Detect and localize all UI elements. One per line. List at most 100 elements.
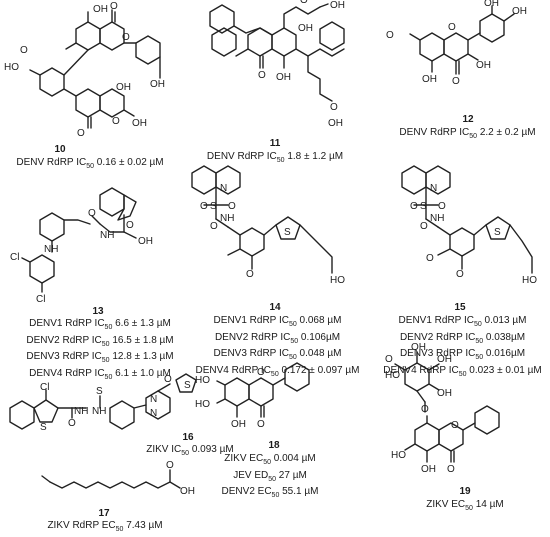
activity-value: 6.1 ± 1.0 µM — [112, 367, 171, 379]
activity-line: DENV2 EC50 55.1 µM — [205, 486, 335, 503]
activity-assay-label: ZIKV RdRP EC — [47, 520, 116, 531]
compound-number-17: 17 — [98, 508, 110, 519]
svg-text:O: O — [448, 22, 456, 33]
svg-text:OH: OH — [276, 72, 291, 83]
activity-caption-16: ZIKV IC50 0.093 µM — [140, 444, 240, 461]
svg-text:HO: HO — [195, 399, 210, 410]
activity-line: ZIKV IC50 0.093 µM — [140, 444, 240, 461]
svg-text:HO: HO — [195, 375, 210, 386]
activity-caption-12: DENV RdRP IC50 2.2 ± 0.2 µM — [385, 127, 550, 144]
compound-number-10: 10 — [54, 144, 66, 155]
svg-text:NH: NH — [44, 244, 58, 255]
activity-assay-label: DENV4 RdRP IC — [29, 367, 105, 379]
activity-line: DENV RdRP IC50 0.16 ± 0.02 µM — [0, 157, 180, 174]
svg-text:S: S — [96, 386, 103, 397]
svg-text:O: O — [438, 201, 446, 212]
svg-text:NH: NH — [74, 406, 88, 417]
structure-compound-12: O O OH O OH OH OH — [386, 0, 527, 87]
activity-subscript: 50 — [104, 324, 113, 331]
svg-text:O: O — [386, 30, 394, 41]
activity-assay-label: DENV RdRP IC — [206, 151, 277, 162]
activity-assay-label: DENV2 EC — [221, 486, 272, 497]
svg-text:OH: OH — [93, 4, 108, 15]
activity-value: 0.16 ± 0.02 µM — [94, 157, 164, 168]
activity-assay-label: DENV2 RdRP IC — [214, 331, 291, 343]
activity-line: DENV RdRP IC50 2.2 ± 0.2 µM — [385, 127, 550, 144]
structure-compound-16: Cl S O NH S NH N N O S — [9, 373, 197, 433]
activity-value: 0.016µM — [483, 348, 526, 359]
svg-text:OH: OH — [231, 419, 246, 430]
activity-line: DENV4 RdRP IC50 0.023 ± 0.01 µM — [375, 365, 550, 382]
svg-text:HO: HO — [522, 275, 537, 286]
activity-line: JEV ED50 27 µM — [205, 470, 335, 487]
activity-subscript: 50 — [290, 337, 299, 345]
activity-caption-19: ZIKV EC50 14 µM — [410, 499, 520, 516]
activity-value: 0.093 µM — [189, 444, 234, 455]
activity-line: DENV2 RdRP IC50 16.5 ± 1.8 µM — [10, 335, 190, 352]
svg-text:O: O — [228, 201, 236, 212]
activity-subscript: 50 — [104, 373, 113, 381]
activity-value: 0.038µM — [483, 331, 526, 343]
structure-compound-18: HO HO OH O O — [195, 362, 310, 430]
activity-subscript: 50 — [271, 492, 280, 499]
activity-subscript: 50 — [101, 340, 110, 348]
activity-line: DENV1 RdRP IC50 0.013 µM — [375, 315, 550, 332]
activity-value: 0.068 µM — [296, 315, 342, 326]
structure-compound-19: O HO OH OH OH O O HO OH O — [385, 342, 500, 475]
activity-assay-label: ZIKV EC — [224, 453, 264, 464]
svg-text:OH: OH — [512, 6, 527, 17]
activity-value: 12.8 ± 1.3 µM — [109, 351, 174, 362]
compound-number-18: 18 — [268, 440, 280, 451]
svg-text:O: O — [421, 404, 429, 415]
activity-value: 0.004 µM — [271, 453, 316, 464]
activity-value: 2.2 ± 0.2 µM — [477, 127, 536, 138]
activity-subscript: 50 — [475, 337, 484, 345]
activity-caption-11: DENV RdRP IC50 1.8 ± 1.2 µM — [190, 151, 360, 168]
activity-assay-label: DENV3 RdRP IC — [26, 351, 102, 362]
svg-text:OH: OH — [116, 82, 131, 93]
activity-assay-label: DENV1 RdRP IC — [29, 318, 105, 329]
svg-text:O: O — [126, 220, 134, 231]
activity-assay-label: DENV2 RdRP IC — [399, 331, 476, 343]
activity-line: ZIKV RdRP EC50 7.43 µM — [40, 520, 170, 537]
svg-text:N: N — [150, 394, 157, 405]
activity-subscript: 50 — [475, 354, 484, 361]
activity-line: ZIKV EC50 14 µM — [410, 499, 520, 516]
svg-text:OH: OH — [437, 388, 452, 399]
svg-text:OH: OH — [411, 342, 426, 353]
structure-compound-13: O NH OH O NH Cl Cl — [10, 187, 153, 305]
activity-value: 14 µM — [472, 499, 504, 510]
svg-text:OH: OH — [180, 486, 195, 497]
svg-text:O: O — [257, 419, 265, 430]
svg-text:OH: OH — [330, 0, 345, 11]
svg-text:S: S — [184, 380, 191, 391]
activity-value: 0.106µM — [298, 331, 341, 343]
svg-text:O: O — [200, 201, 208, 212]
activity-line: DENV1 RdRP IC50 6.6 ± 1.3 µM — [10, 318, 190, 335]
svg-text:OH: OH — [150, 79, 165, 90]
svg-text:O: O — [385, 354, 393, 365]
activity-line: DENV1 RdRP IC50 0.068 µM — [180, 315, 375, 332]
activity-assay-label: DENV1 RdRP IC — [398, 315, 474, 326]
svg-text:Cl: Cl — [10, 252, 19, 263]
activity-assay-label: DENV RdRP IC — [399, 127, 470, 138]
structure-compound-17: O OH — [41, 460, 195, 497]
svg-text:O: O — [88, 208, 96, 219]
svg-text:NH: NH — [430, 213, 444, 224]
activity-line: DENV3 RdRP IC50 0.048 µM — [180, 348, 375, 365]
activity-assay-label: DENV3 RdRP IC — [213, 348, 289, 359]
activity-caption-10: DENV RdRP IC50 0.16 ± 0.02 µM — [0, 157, 180, 174]
activity-line: DENV2 RdRP IC50 0.038µM — [375, 332, 550, 349]
svg-text:OH: OH — [138, 236, 153, 247]
activity-subscript: 50 — [263, 459, 271, 466]
svg-text:O: O — [112, 116, 120, 127]
svg-text:O: O — [164, 374, 172, 385]
compound-number-13: 13 — [92, 306, 104, 317]
activity-subscript: 50 — [268, 475, 277, 483]
svg-text:O: O — [20, 45, 28, 56]
activity-subscript: 50 — [86, 163, 94, 170]
activity-line: DENV2 RdRP IC50 0.106µM — [180, 332, 375, 349]
